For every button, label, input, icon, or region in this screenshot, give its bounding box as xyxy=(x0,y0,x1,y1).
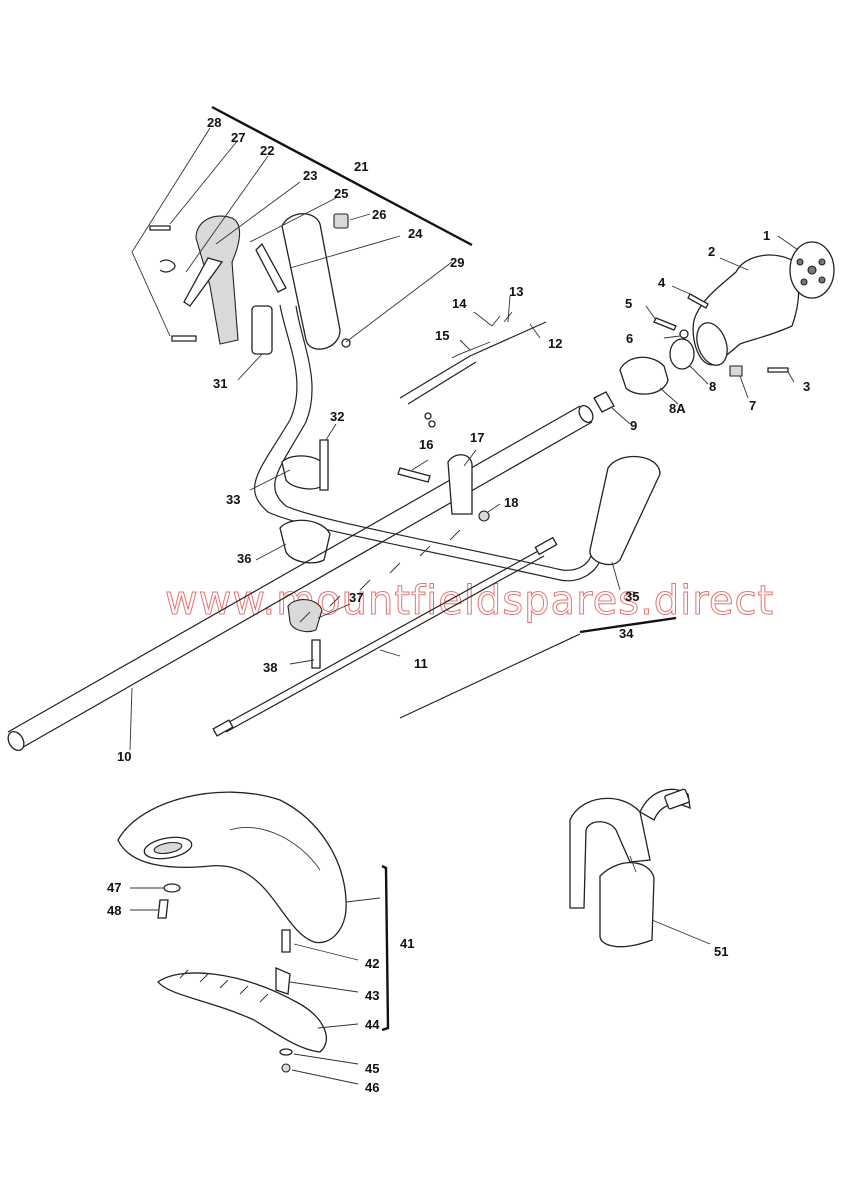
part-labels: 1 2 3 4 5 6 7 8 8A 9 10 11 12 13 14 15 1… xyxy=(107,115,810,1095)
harness-buckle xyxy=(664,788,690,810)
bracket-43 xyxy=(275,967,291,995)
label-9: 9 xyxy=(630,418,637,433)
bolt-3 xyxy=(767,367,789,373)
adapter-9 xyxy=(593,391,615,413)
label-44: 44 xyxy=(365,1017,380,1032)
guard-assembly xyxy=(117,791,390,1085)
label-8a: 8A xyxy=(669,401,686,416)
washer-47 xyxy=(163,883,181,893)
label-51: 51 xyxy=(714,944,728,959)
bolt-4 xyxy=(687,293,709,309)
bracket-41 xyxy=(381,864,390,1032)
guard-blade-holder-44 xyxy=(157,972,328,1053)
label-17: 17 xyxy=(470,430,484,445)
label-4: 4 xyxy=(658,275,666,290)
label-27: 27 xyxy=(231,130,245,145)
bar-clamp-cap-37 xyxy=(287,599,323,633)
label-31: 31 xyxy=(213,376,227,391)
label-48: 48 xyxy=(107,903,121,918)
label-12: 12 xyxy=(548,336,562,351)
screw-27 xyxy=(149,225,171,231)
label-11: 11 xyxy=(414,656,428,671)
label-34: 34 xyxy=(619,626,634,641)
label-36: 36 xyxy=(237,551,251,566)
coupling-assembly xyxy=(593,235,835,425)
washer-45 xyxy=(279,1048,293,1056)
label-18: 18 xyxy=(504,495,518,510)
switch-26 xyxy=(333,213,349,229)
nut-18 xyxy=(478,510,490,522)
label-13: 13 xyxy=(509,284,523,299)
label-16: 16 xyxy=(419,437,433,452)
label-10: 10 xyxy=(117,749,131,764)
handlebar-group xyxy=(249,304,677,669)
label-23: 23 xyxy=(303,168,317,183)
label-37: 37 xyxy=(349,590,363,605)
bracket-34 xyxy=(579,616,677,634)
washer-6 xyxy=(679,329,689,339)
label-7: 7 xyxy=(749,398,756,413)
label-35: 35 xyxy=(625,589,639,604)
label-42: 42 xyxy=(365,956,379,971)
label-21: 21 xyxy=(354,159,368,174)
trigger-lever xyxy=(183,257,224,307)
label-15: 15 xyxy=(435,328,449,343)
label-45: 45 xyxy=(365,1061,379,1076)
label-8: 8 xyxy=(709,379,716,394)
watermark-text: www.mountfieldspares.direct xyxy=(165,578,774,624)
bolt-38 xyxy=(311,639,321,669)
label-25: 25 xyxy=(334,186,348,201)
cable-clip xyxy=(255,242,287,293)
label-1: 1 xyxy=(763,228,770,243)
foam-sleeve-31 xyxy=(251,305,273,355)
tube-end xyxy=(7,731,25,751)
nut-7 xyxy=(729,365,743,377)
label-3: 3 xyxy=(803,379,810,394)
bush-8a xyxy=(619,356,669,395)
label-6: 6 xyxy=(626,331,633,346)
label-29: 29 xyxy=(450,255,464,270)
nut-46 xyxy=(281,1063,291,1073)
label-38: 38 xyxy=(263,660,277,675)
label-32: 32 xyxy=(330,409,344,424)
bracket-21 xyxy=(211,105,473,247)
handlebar-grip-35 xyxy=(589,455,661,566)
control-handle-group xyxy=(131,105,473,381)
throttle-cable-set xyxy=(399,295,547,428)
label-14: 14 xyxy=(452,296,467,311)
shaft-clamp-17 xyxy=(447,454,473,515)
screw-48 xyxy=(157,899,169,919)
guard-shroud xyxy=(117,791,347,944)
label-33: 33 xyxy=(226,492,240,507)
bar-clamp-lower-36 xyxy=(279,519,331,564)
screw-28 xyxy=(171,335,197,342)
drive-shaft-tube xyxy=(7,404,594,751)
label-24: 24 xyxy=(408,226,423,241)
flex-drive-cable xyxy=(212,529,581,737)
bolt-16 xyxy=(397,467,431,483)
label-5: 5 xyxy=(625,296,632,311)
label-46: 46 xyxy=(365,1080,379,1095)
label-2: 2 xyxy=(708,244,715,259)
label-28: 28 xyxy=(207,115,221,130)
label-26: 26 xyxy=(372,207,386,222)
shoulder-harness xyxy=(569,788,711,948)
bolt-32 xyxy=(319,439,329,491)
rear-grip-cover xyxy=(281,213,341,350)
label-47: 47 xyxy=(107,880,121,895)
harness-pad xyxy=(599,862,655,948)
label-41: 41 xyxy=(400,936,414,951)
ring-8 xyxy=(669,338,695,370)
bolt-5 xyxy=(653,317,677,331)
throttle-spring xyxy=(159,259,176,273)
bolt-42 xyxy=(281,929,291,953)
label-22: 22 xyxy=(260,143,274,158)
label-43: 43 xyxy=(365,988,379,1003)
control-handle-body xyxy=(195,215,241,345)
